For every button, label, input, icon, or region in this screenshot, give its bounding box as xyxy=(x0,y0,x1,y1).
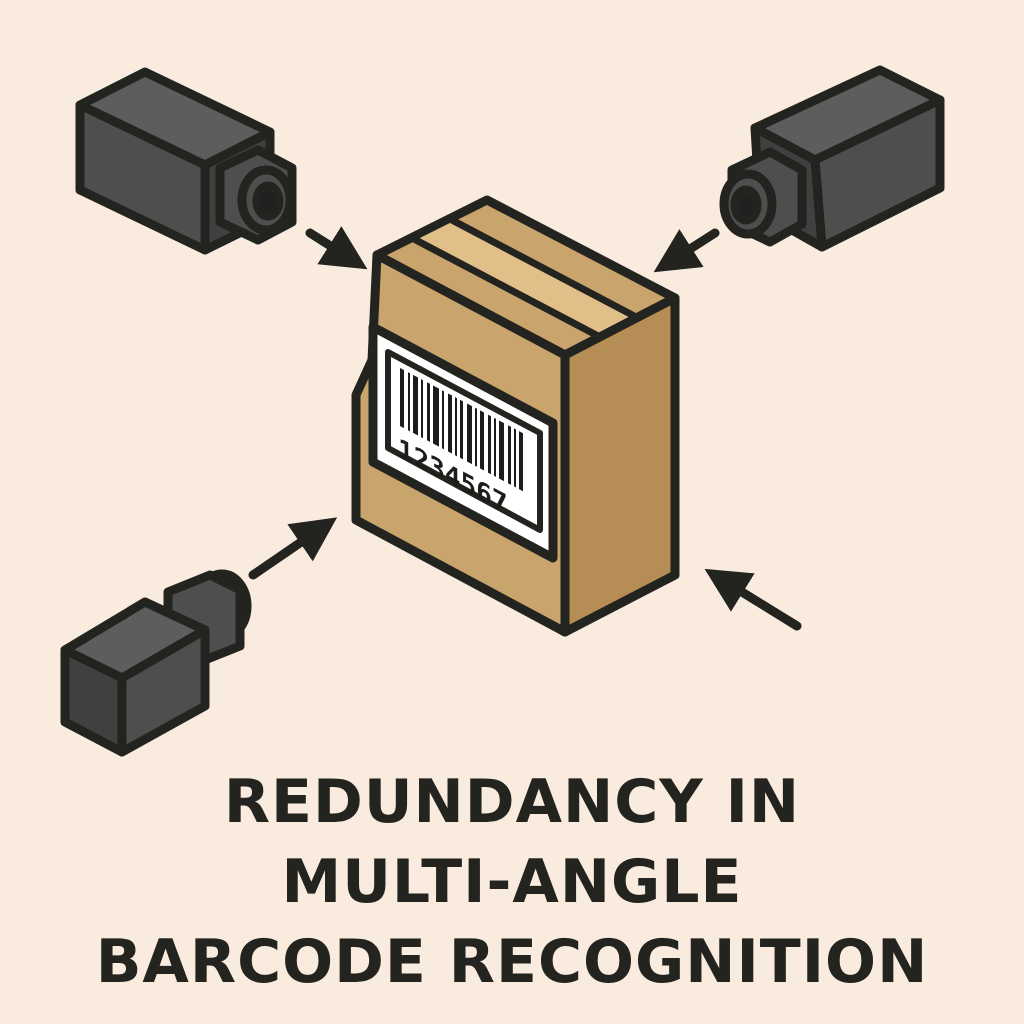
barcode-bar xyxy=(421,379,423,439)
barcode-bar xyxy=(499,420,504,482)
barcode-bar xyxy=(508,425,511,485)
title-line-3: BARCODE RECOGNITION xyxy=(95,927,929,997)
barcode-bar xyxy=(480,410,484,471)
barcode-bar xyxy=(427,382,430,442)
arrow-top-right xyxy=(653,228,720,273)
barcode-bar xyxy=(448,393,452,454)
barcode-bar xyxy=(455,397,457,457)
camera-icon xyxy=(75,67,297,255)
box-side xyxy=(560,293,680,637)
arrow-bottom-left xyxy=(248,517,338,580)
arrow-top-left xyxy=(305,226,368,270)
barcode-bar xyxy=(475,407,477,467)
barcode-bar xyxy=(433,385,439,447)
title-line-2: MULTI-ANGLE xyxy=(281,847,743,917)
barcode-bar xyxy=(488,414,491,475)
title-line-1: REDUNDANCY IN xyxy=(223,767,801,837)
diagram-title: REDUNDANCY IN MULTI-ANGLE BARCODE RECOGN… xyxy=(0,762,1024,1002)
arrows xyxy=(248,226,802,631)
barcode-bar xyxy=(442,390,444,450)
barcode-bar xyxy=(400,367,404,429)
barcode-bar xyxy=(494,417,496,477)
barcode-bar xyxy=(413,374,418,436)
barcode-bar xyxy=(467,403,472,465)
barcode-bar xyxy=(514,428,516,488)
barcode-bar xyxy=(408,372,410,432)
arrow-bottom-right xyxy=(704,568,802,631)
barcode-bars xyxy=(400,367,523,492)
barcode-bar xyxy=(519,431,523,492)
camera-icon xyxy=(719,65,945,252)
barcode-bar xyxy=(460,399,463,460)
barcode-label: 1234567 xyxy=(368,322,558,563)
camera-icon xyxy=(60,569,252,757)
